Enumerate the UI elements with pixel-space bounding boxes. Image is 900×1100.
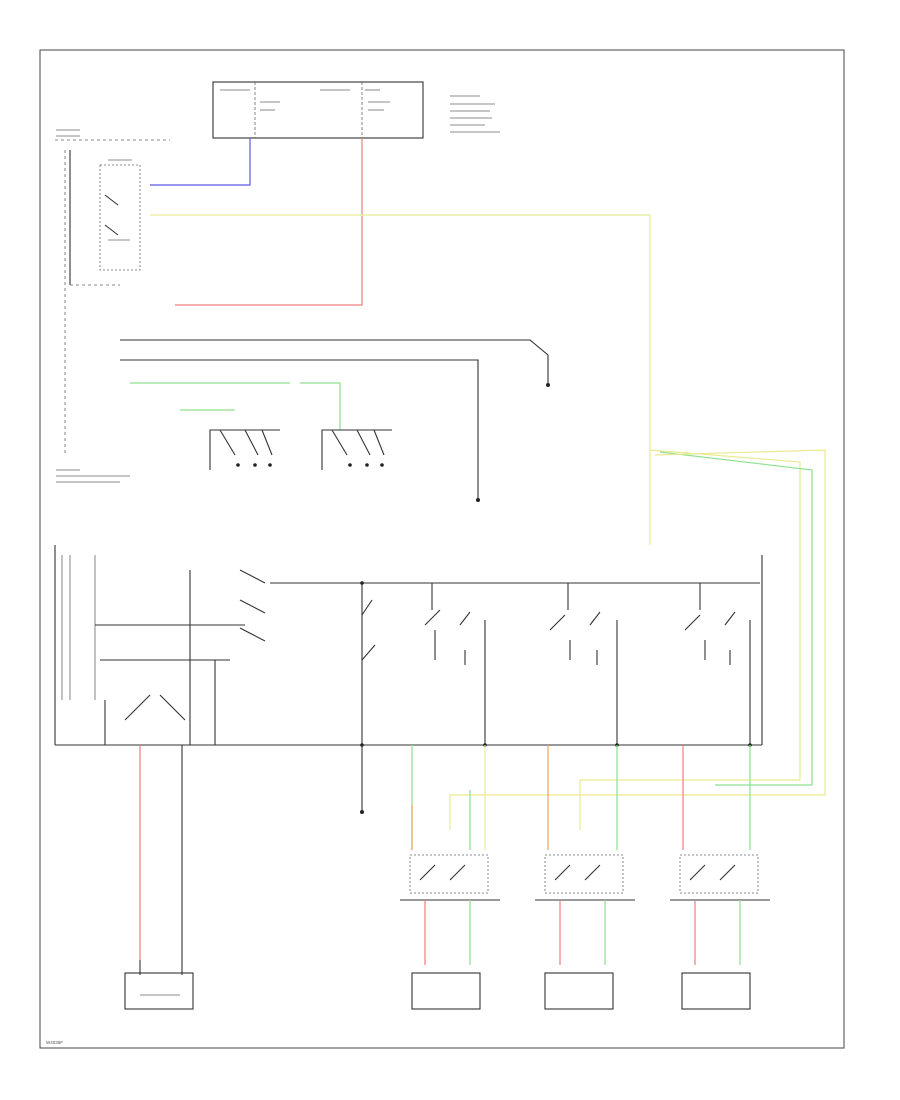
figure-code: W4036F (46, 1040, 63, 1045)
red-wire-main (175, 138, 363, 306)
diagram-frame (39, 49, 845, 1049)
right-rear-lock-switch (535, 854, 635, 901)
right-front-switch (684, 583, 752, 747)
yellow-wire-right-2 (449, 449, 826, 830)
left-rear-switch (424, 583, 487, 747)
power-relay-box (55, 129, 170, 483)
blue-wire (150, 138, 251, 186)
harness-line-1 (120, 339, 549, 385)
yellow-wire-right-1 (579, 449, 801, 830)
left-rear-lock-switch (400, 854, 500, 901)
yellow-wire-main (150, 214, 651, 545)
right-window-switch (321, 429, 392, 470)
harness-line-2 (120, 359, 479, 500)
green-wire-c (300, 382, 341, 430)
fuse-block (212, 81, 500, 139)
right-front-motor (681, 972, 751, 1010)
right-front-lock-switch (670, 854, 770, 901)
right-rear-motor (544, 972, 614, 1010)
left-front-motor (124, 960, 194, 1010)
left-window-switch (209, 429, 280, 470)
green-wire-right-1 (659, 451, 813, 786)
master-switch-block (54, 545, 762, 747)
right-rear-switch (549, 583, 619, 747)
left-rear-motor (411, 972, 481, 1010)
